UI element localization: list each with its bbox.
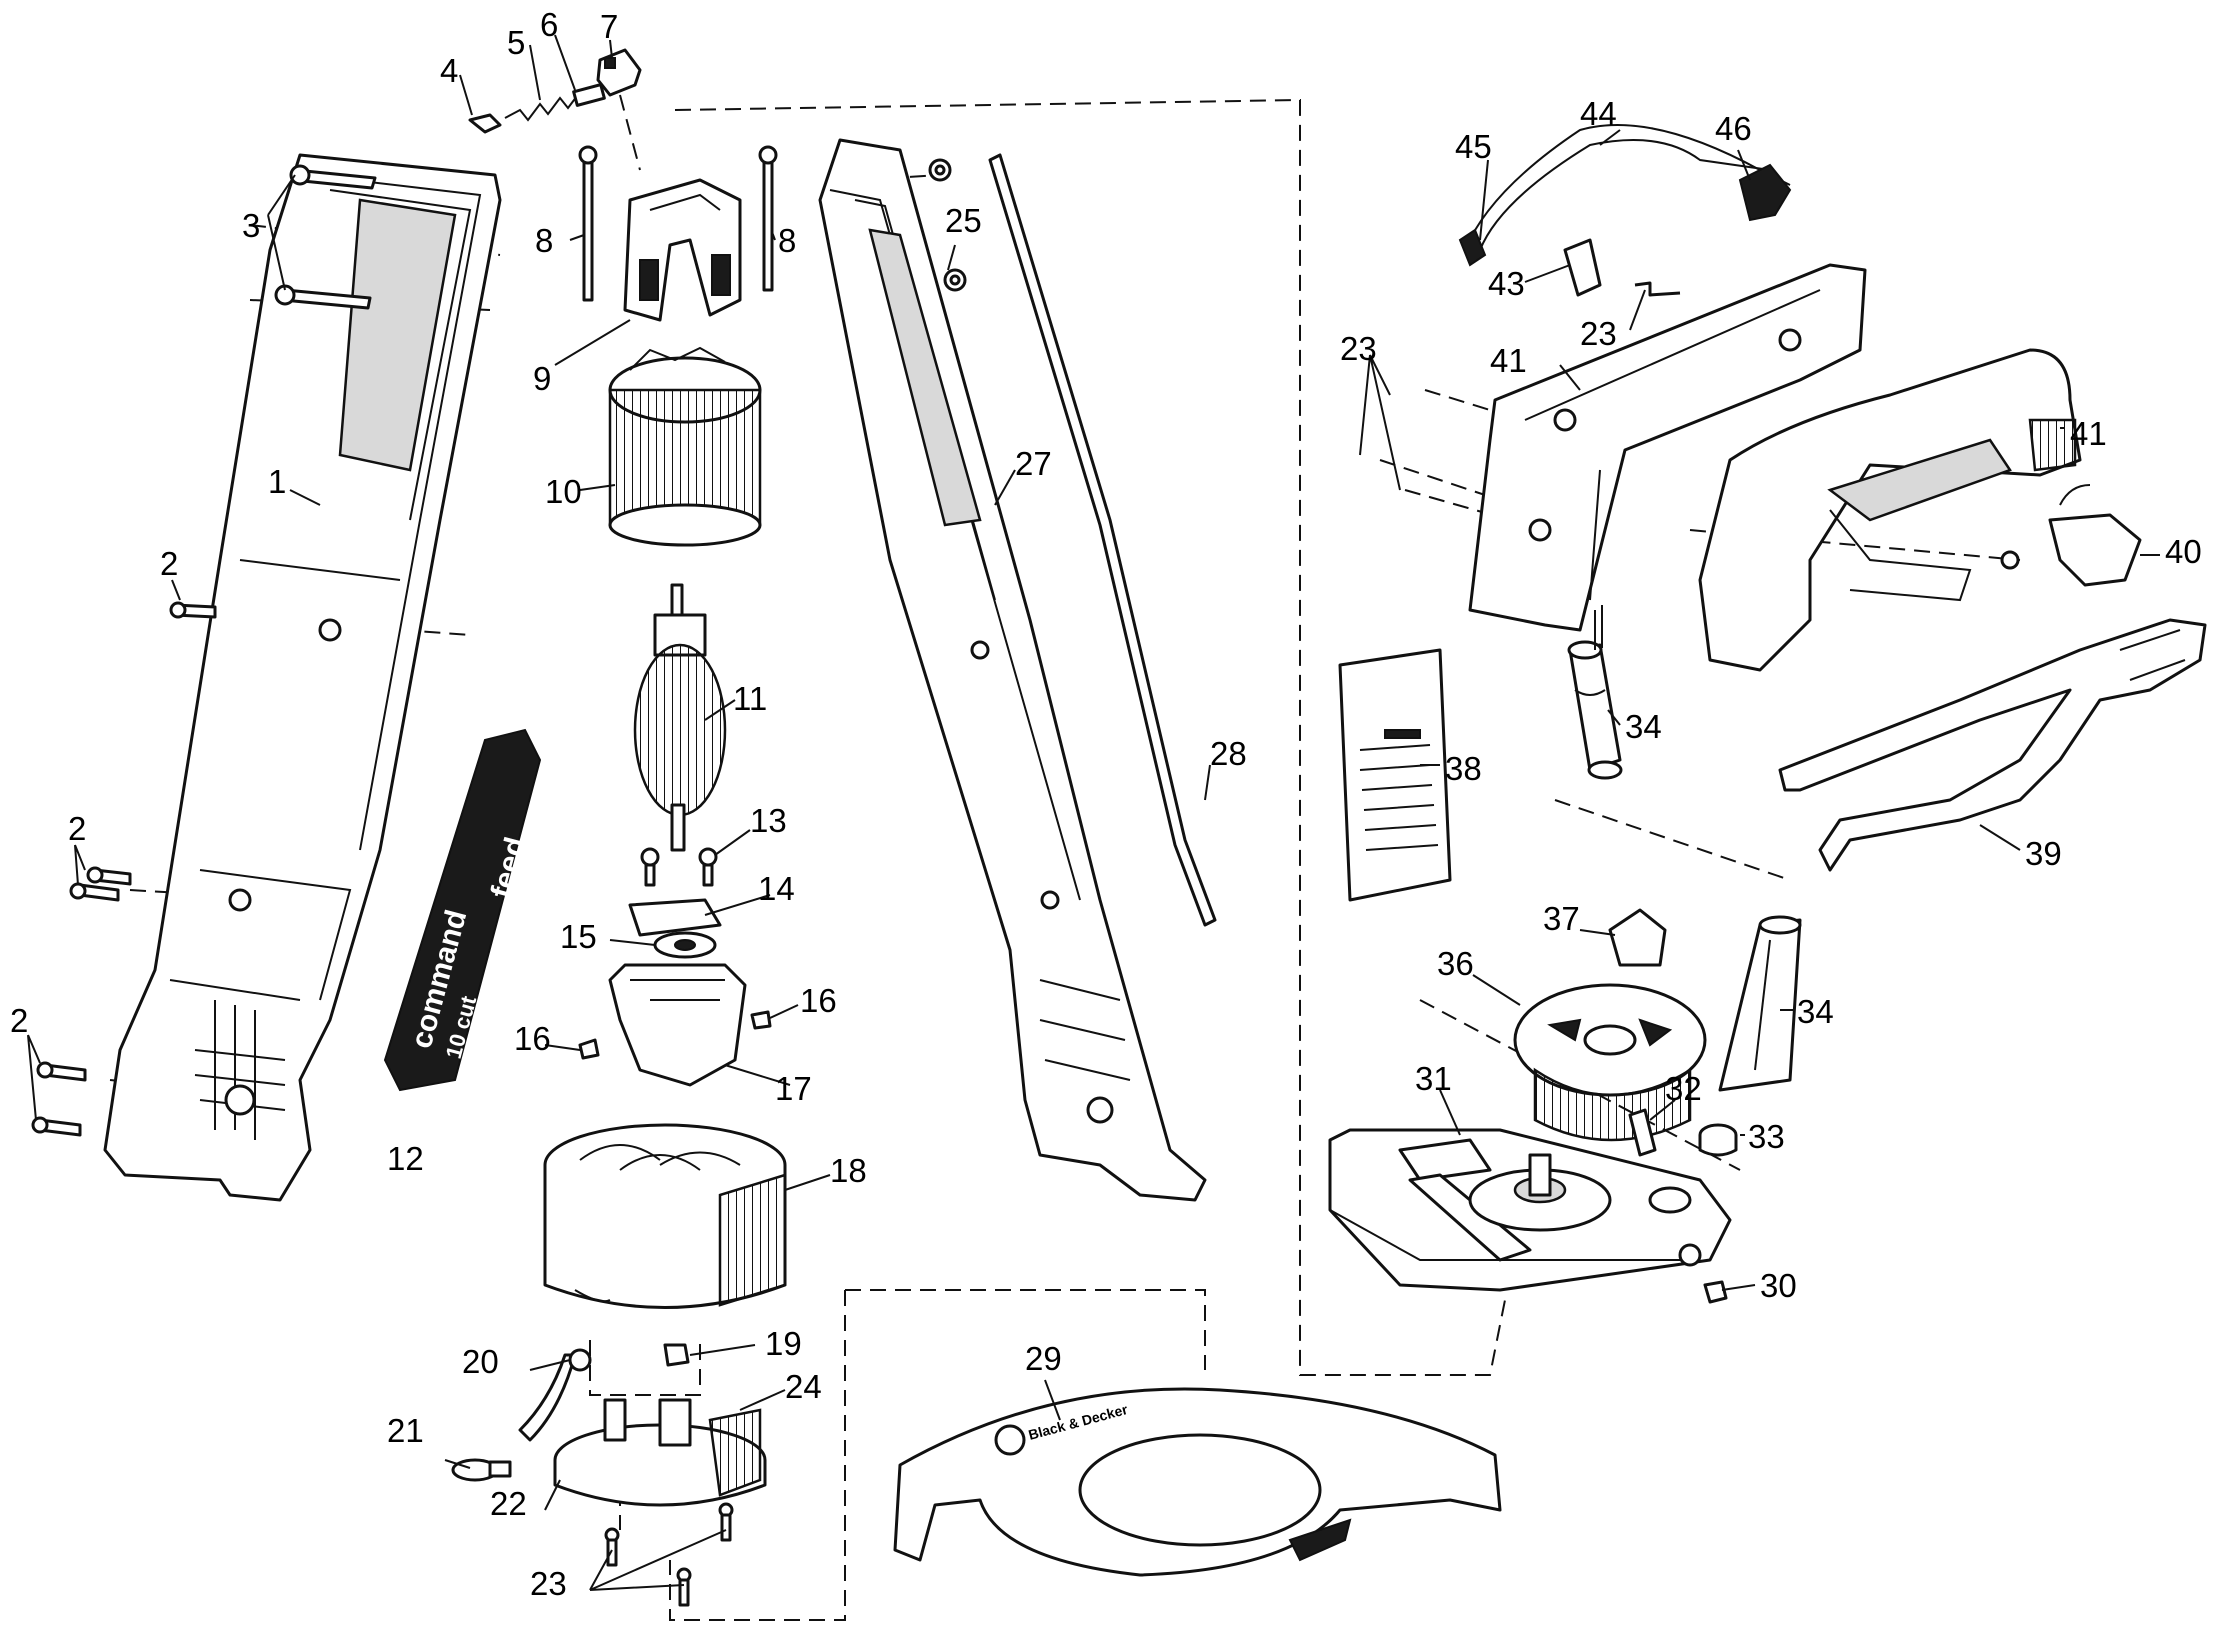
- callout-23: 23: [1580, 315, 1617, 352]
- part-36-spool: [1513, 983, 1707, 1142]
- callout-16: 16: [800, 982, 837, 1019]
- part-28-trim-strip: [988, 153, 1217, 927]
- part-37-cap: [1608, 908, 1667, 967]
- callout-2: 2: [68, 810, 86, 847]
- callout-23: 23: [1340, 330, 1377, 367]
- leader-lines: [27, 34, 2160, 1591]
- part-34-tube-lower: [1718, 915, 1802, 1092]
- callout-21: 21: [387, 1412, 424, 1449]
- part-39-aux-handle: [1778, 618, 2207, 872]
- part-41-handle-cover: [1698, 348, 2082, 672]
- callout-14: 14: [758, 870, 795, 907]
- callout-43: 43: [1488, 265, 1525, 302]
- callout-23: 23: [530, 1565, 567, 1602]
- part-38-instruction-label: [1338, 648, 1452, 902]
- parts-4-to-7-switch-assembly: [468, 48, 642, 134]
- callout-6: 6: [540, 6, 558, 43]
- callout-24: 24: [785, 1368, 822, 1405]
- callout-8: 8: [778, 222, 796, 259]
- callout-29: 29: [1025, 1340, 1062, 1377]
- callout-22: 22: [490, 1485, 527, 1522]
- callout-7: 7: [600, 8, 618, 45]
- part-1-left-housing: [103, 153, 502, 1202]
- part-11-armature: [633, 583, 727, 852]
- callout-40: 40: [2165, 533, 2202, 570]
- parts-30-32-33-fasteners: [1628, 1108, 1738, 1304]
- callout-34: 34: [1797, 993, 1834, 1030]
- callout-41: 41: [2070, 415, 2107, 452]
- part-10-stator: [608, 346, 762, 547]
- callout-45: 45: [1455, 128, 1492, 165]
- part-18-fan-housing: [543, 1123, 787, 1309]
- callout-13: 13: [750, 802, 787, 839]
- callout-25: 25: [945, 202, 982, 239]
- callout-28: 28: [1210, 735, 1247, 772]
- part-25-nuts: [928, 158, 967, 292]
- callout-10: 10: [545, 473, 582, 510]
- callout-36: 36: [1437, 945, 1474, 982]
- parts-13-to-17-bearing-assembly: [578, 847, 772, 1087]
- callout-labels: 1 2 2 2 2 3 4 5 6 7 8 8 9 10 11 12 13 14…: [10, 6, 2202, 1602]
- callout-30: 30: [1760, 1267, 1797, 1304]
- callout-38: 38: [1445, 750, 1482, 787]
- part-31-base-housing: [1328, 1128, 1732, 1292]
- callout-2: 2: [10, 1002, 28, 1039]
- callout-46: 46: [1715, 110, 1752, 147]
- callout-39: 39: [2025, 835, 2062, 872]
- callout-3: 3: [242, 207, 260, 244]
- part-9-brush-holder: [623, 178, 742, 322]
- callout-34: 34: [1625, 708, 1662, 745]
- part-34-tube-upper: [1567, 605, 1623, 780]
- callout-12: 12: [387, 1140, 424, 1177]
- callout-20: 20: [462, 1343, 499, 1380]
- callout-16: 16: [514, 1020, 551, 1057]
- callout-32: 32: [1665, 1070, 1702, 1107]
- callout-19: 19: [765, 1325, 802, 1362]
- callout-5: 5: [507, 24, 525, 61]
- callout-37: 37: [1543, 900, 1580, 937]
- callout-1: 1: [268, 463, 286, 500]
- screws-2-and-3: [31, 164, 377, 1137]
- part-29-guard: Black & Decker: [893, 1387, 1502, 1577]
- callout-17: 17: [775, 1070, 812, 1107]
- callout-9: 9: [533, 360, 551, 397]
- part-8-long-screws: [578, 145, 778, 302]
- callout-31: 31: [1415, 1060, 1452, 1097]
- callout-8: 8: [535, 222, 553, 259]
- callout-27: 27: [1015, 445, 1052, 482]
- part-40-switch-trigger: [2000, 484, 2142, 587]
- callout-11: 11: [733, 680, 767, 717]
- callout-41: 41: [1490, 342, 1527, 379]
- callout-2: 2: [160, 545, 178, 582]
- part-12-command-feed-label: command feed 10 cut: [383, 728, 542, 1092]
- callout-33: 33: [1748, 1118, 1785, 1155]
- callout-15: 15: [560, 918, 597, 955]
- callout-18: 18: [830, 1152, 867, 1189]
- parts-41-to-46-handle-assembly: [1458, 124, 1867, 632]
- callout-4: 4: [440, 52, 458, 89]
- callout-44: 44: [1580, 95, 1617, 132]
- part-27-right-housing: [818, 138, 1207, 1202]
- parts-19-to-24-bottom-cap: [451, 1343, 767, 1607]
